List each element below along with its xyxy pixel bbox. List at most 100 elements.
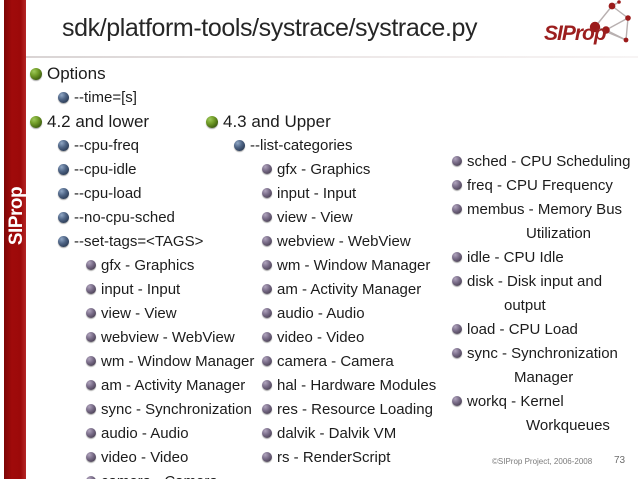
bullet-level3-icon [262,188,272,199]
sidebar-brand-label: SIProp [6,186,27,246]
list-item-wrap: Workqueues [526,417,610,434]
bullet-level3-icon [262,428,272,439]
list-item: freq - CPU Frequency [452,174,638,198]
network-graph-icon [589,0,631,43]
bullet-level3-icon [262,260,272,271]
version-heading-43: 4.3 and Upper [223,112,331,131]
list-item: wm - Window Manager [30,350,280,374]
bullet-level3-icon [86,380,96,391]
list-item: view - View [206,206,456,230]
bullet-level3-icon [262,404,272,415]
bullet-level3-icon [452,348,462,359]
option-time: --time=[s] [74,89,137,106]
bullet-level3-icon [262,236,272,247]
list-item: webview - WebView [206,230,456,254]
list-item: sched - CPU Scheduling [452,150,638,174]
bullet-level1-icon [30,115,42,128]
bullet-level3-icon [452,204,462,215]
footer-page-number: 73 [614,455,626,466]
bullet-level3-icon [452,396,462,407]
bullet-level3-icon [86,284,96,295]
bullet-level3-icon [262,380,272,391]
siprop-logo: SIProp [540,0,638,52]
list-item: rs - RenderScript [206,446,456,470]
list-item-version-43: 4.3 and Upper [206,110,456,134]
list-item: hal - Hardware Modules [206,374,456,398]
slide-title-bar: sdk/platform-tools/systrace/systrace.py [30,14,630,52]
bullet-level3-icon [86,260,96,271]
list-item: --list-categories [206,134,456,158]
bullet-level3-icon [262,284,272,295]
list-item: --time=[s] [30,86,280,110]
bullet-level3-icon [86,356,96,367]
list-item: idle - CPU Idle [452,246,638,270]
bullet-level2-icon [58,163,69,175]
list-item: audio - Audio [30,422,280,446]
list-item: am - Activity Manager [30,374,280,398]
bullet-level3-icon [86,476,96,479]
list-item: --no-cpu-sched [30,206,280,230]
bullet-level3-icon [452,252,462,263]
list-item: camera - Camera [206,350,456,374]
bullet-level1-icon [30,67,42,80]
bullet-level3-icon [452,180,462,191]
list-item: dalvik - Dalvik VM [206,422,456,446]
list-item: input - Input [206,182,456,206]
bullet-level2-icon [58,91,69,103]
list-item: --cpu-idle [30,158,280,182]
left-column: Options --time=[s] 4.2 and lower --cpu-f… [30,62,280,479]
list-item-version-42: 4.2 and lower [30,110,280,134]
bullet-level3-icon [86,332,96,343]
list-item: membus - Memory Bus [452,198,638,222]
bullet-level2-icon [234,139,245,151]
bullet-level3-icon [262,356,272,367]
bullet-level3-icon [262,308,272,319]
footer-copyright: ©SIProp Project, 2006-2008 [492,457,593,466]
list-item: input - Input [30,278,280,302]
list-item: --set-tags=<TAGS> [30,230,280,254]
logo-wordmark: SIProp [544,22,607,45]
list-item-options: Options [30,62,280,86]
list-item: --cpu-freq [30,134,280,158]
list-item: audio - Audio [206,302,456,326]
bullet-level2-icon [58,139,69,151]
list-item: sync - Synchronization [30,398,280,422]
list-item: camera - Camera [30,470,280,479]
list-item: wm - Window Manager [206,254,456,278]
list-item-wrap: Utilization [526,225,592,242]
bullet-level3-icon [452,324,462,335]
list-item-wrap: output [504,297,546,314]
list-item: webview - WebView [30,326,280,350]
bullet-level3-icon [262,332,272,343]
bullet-level3-icon [86,452,96,463]
bullet-level3-icon [262,452,272,463]
bullet-level3-icon [452,276,462,287]
right-column: sched - CPU Scheduling freq - CPU Freque… [452,150,638,438]
bullet-level3-icon [262,212,272,223]
bullet-level3-icon [86,428,96,439]
bullet-level2-icon [58,187,69,199]
bullet-level3-icon [452,156,462,167]
option-list-categories: --list-categories [250,137,353,154]
options-heading: Options [47,64,106,83]
middle-column: 4.3 and Upper --list-categories gfx - Gr… [206,110,456,470]
list-item-wrap: Manager [514,369,574,386]
list-item: sync - Synchronization [452,342,638,366]
bullet-level1-icon [206,115,218,128]
left-accent-sidebar: SIProp [4,0,27,479]
list-item: video - Video [206,326,456,350]
list-item: am - Activity Manager [206,278,456,302]
list-item: gfx - Graphics [30,254,280,278]
list-item: workq - Kernel [452,390,638,414]
version-heading-42: 4.2 and lower [47,112,150,131]
bullet-level3-icon [86,404,96,415]
bullet-level3-icon [86,308,96,319]
bullet-level2-icon [58,211,69,223]
list-item: load - CPU Load [452,318,638,342]
title-divider [26,56,638,58]
bullet-level3-icon [262,164,272,175]
page-title: sdk/platform-tools/systrace/systrace.py [62,14,478,42]
list-item: video - Video [30,446,280,470]
list-item: gfx - Graphics [206,158,456,182]
